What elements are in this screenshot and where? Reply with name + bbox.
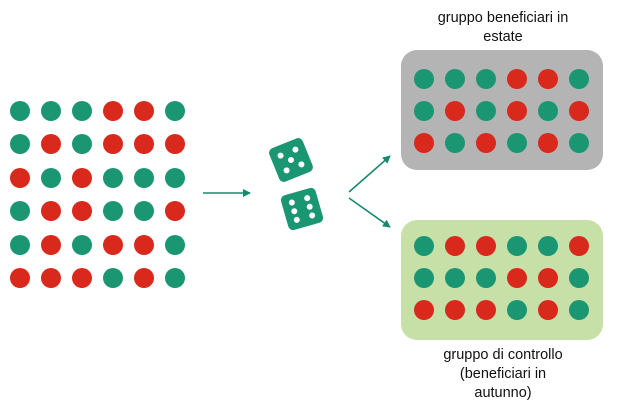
red-dot [507,69,527,89]
red-dot [445,101,465,121]
green-dot [476,268,496,288]
green-dot [414,69,434,89]
green-dot [538,101,558,121]
green-dot [507,236,527,256]
green-dot [165,167,185,188]
control-label-line1: gruppo di controllo [443,347,563,363]
green-dot [414,268,434,288]
green-dot [41,101,61,121]
green-dot [103,167,123,188]
treatment-label-line1: gruppo beneficiari in [437,10,569,26]
red-dot [538,300,558,320]
green-dot [72,234,92,255]
red-dot [414,300,434,320]
red-dot [134,267,154,288]
green-dot [476,69,496,89]
green-dot [445,268,465,288]
red-dot [538,268,558,288]
green-dot [445,133,465,153]
red-dot [445,236,465,256]
red-dot [507,268,527,288]
red-dot [165,134,185,155]
green-dot [569,268,589,288]
control-group-label: gruppo di controllo (beneficiari in autu… [405,346,601,403]
red-dot [72,267,92,288]
green-dot [445,69,465,89]
red-dot [476,236,496,256]
green-dot [10,234,30,255]
red-dot [476,300,496,320]
red-dot [72,167,92,188]
red-dot [134,101,154,121]
green-dot [165,101,185,121]
green-dot [165,234,185,255]
green-dot [72,134,92,155]
green-dot [134,167,154,188]
assign-arrow-up [348,155,391,193]
red-dot [41,201,61,222]
dice-icon [269,138,324,231]
red-dot [507,101,527,121]
green-dot [507,300,527,320]
green-dot [165,267,185,288]
red-dot [72,201,92,222]
control-label-line2: (beneficiari in [459,366,547,382]
population-grid [10,101,185,288]
red-dot [10,167,30,188]
green-dot [103,267,123,288]
green-dot [103,201,123,222]
red-dot [569,101,589,121]
green-dot [569,133,589,153]
red-dot [476,133,496,153]
control-label-line3: autunno) [474,385,532,401]
green-dot [414,236,434,256]
green-dot [569,300,589,320]
red-dot [165,201,185,222]
green-dot [476,101,496,121]
green-dot [41,167,61,188]
green-dot [72,101,92,121]
treatment-group-label: gruppo beneficiari in estate [405,9,601,47]
control-group-grid [414,236,589,320]
red-dot [41,234,61,255]
red-dot [569,236,589,256]
treatment-label-line2: estate [483,29,523,45]
green-dot [10,134,30,155]
red-dot [103,101,123,121]
green-dot [538,236,558,256]
red-dot [41,134,61,155]
red-dot [414,133,434,153]
assign-arrow-down [348,197,391,228]
red-dot [134,234,154,255]
green-dot [507,133,527,153]
red-dot [10,267,30,288]
red-dot [445,300,465,320]
red-dot [41,267,61,288]
red-dot [538,133,558,153]
red-dot [103,234,123,255]
green-dot [569,69,589,89]
treatment-group-grid [414,69,589,153]
green-dot [134,201,154,222]
green-dot [10,101,30,121]
red-dot [134,134,154,155]
green-dot [414,101,434,121]
red-dot [103,134,123,155]
green-dot [10,201,30,222]
red-dot [538,69,558,89]
